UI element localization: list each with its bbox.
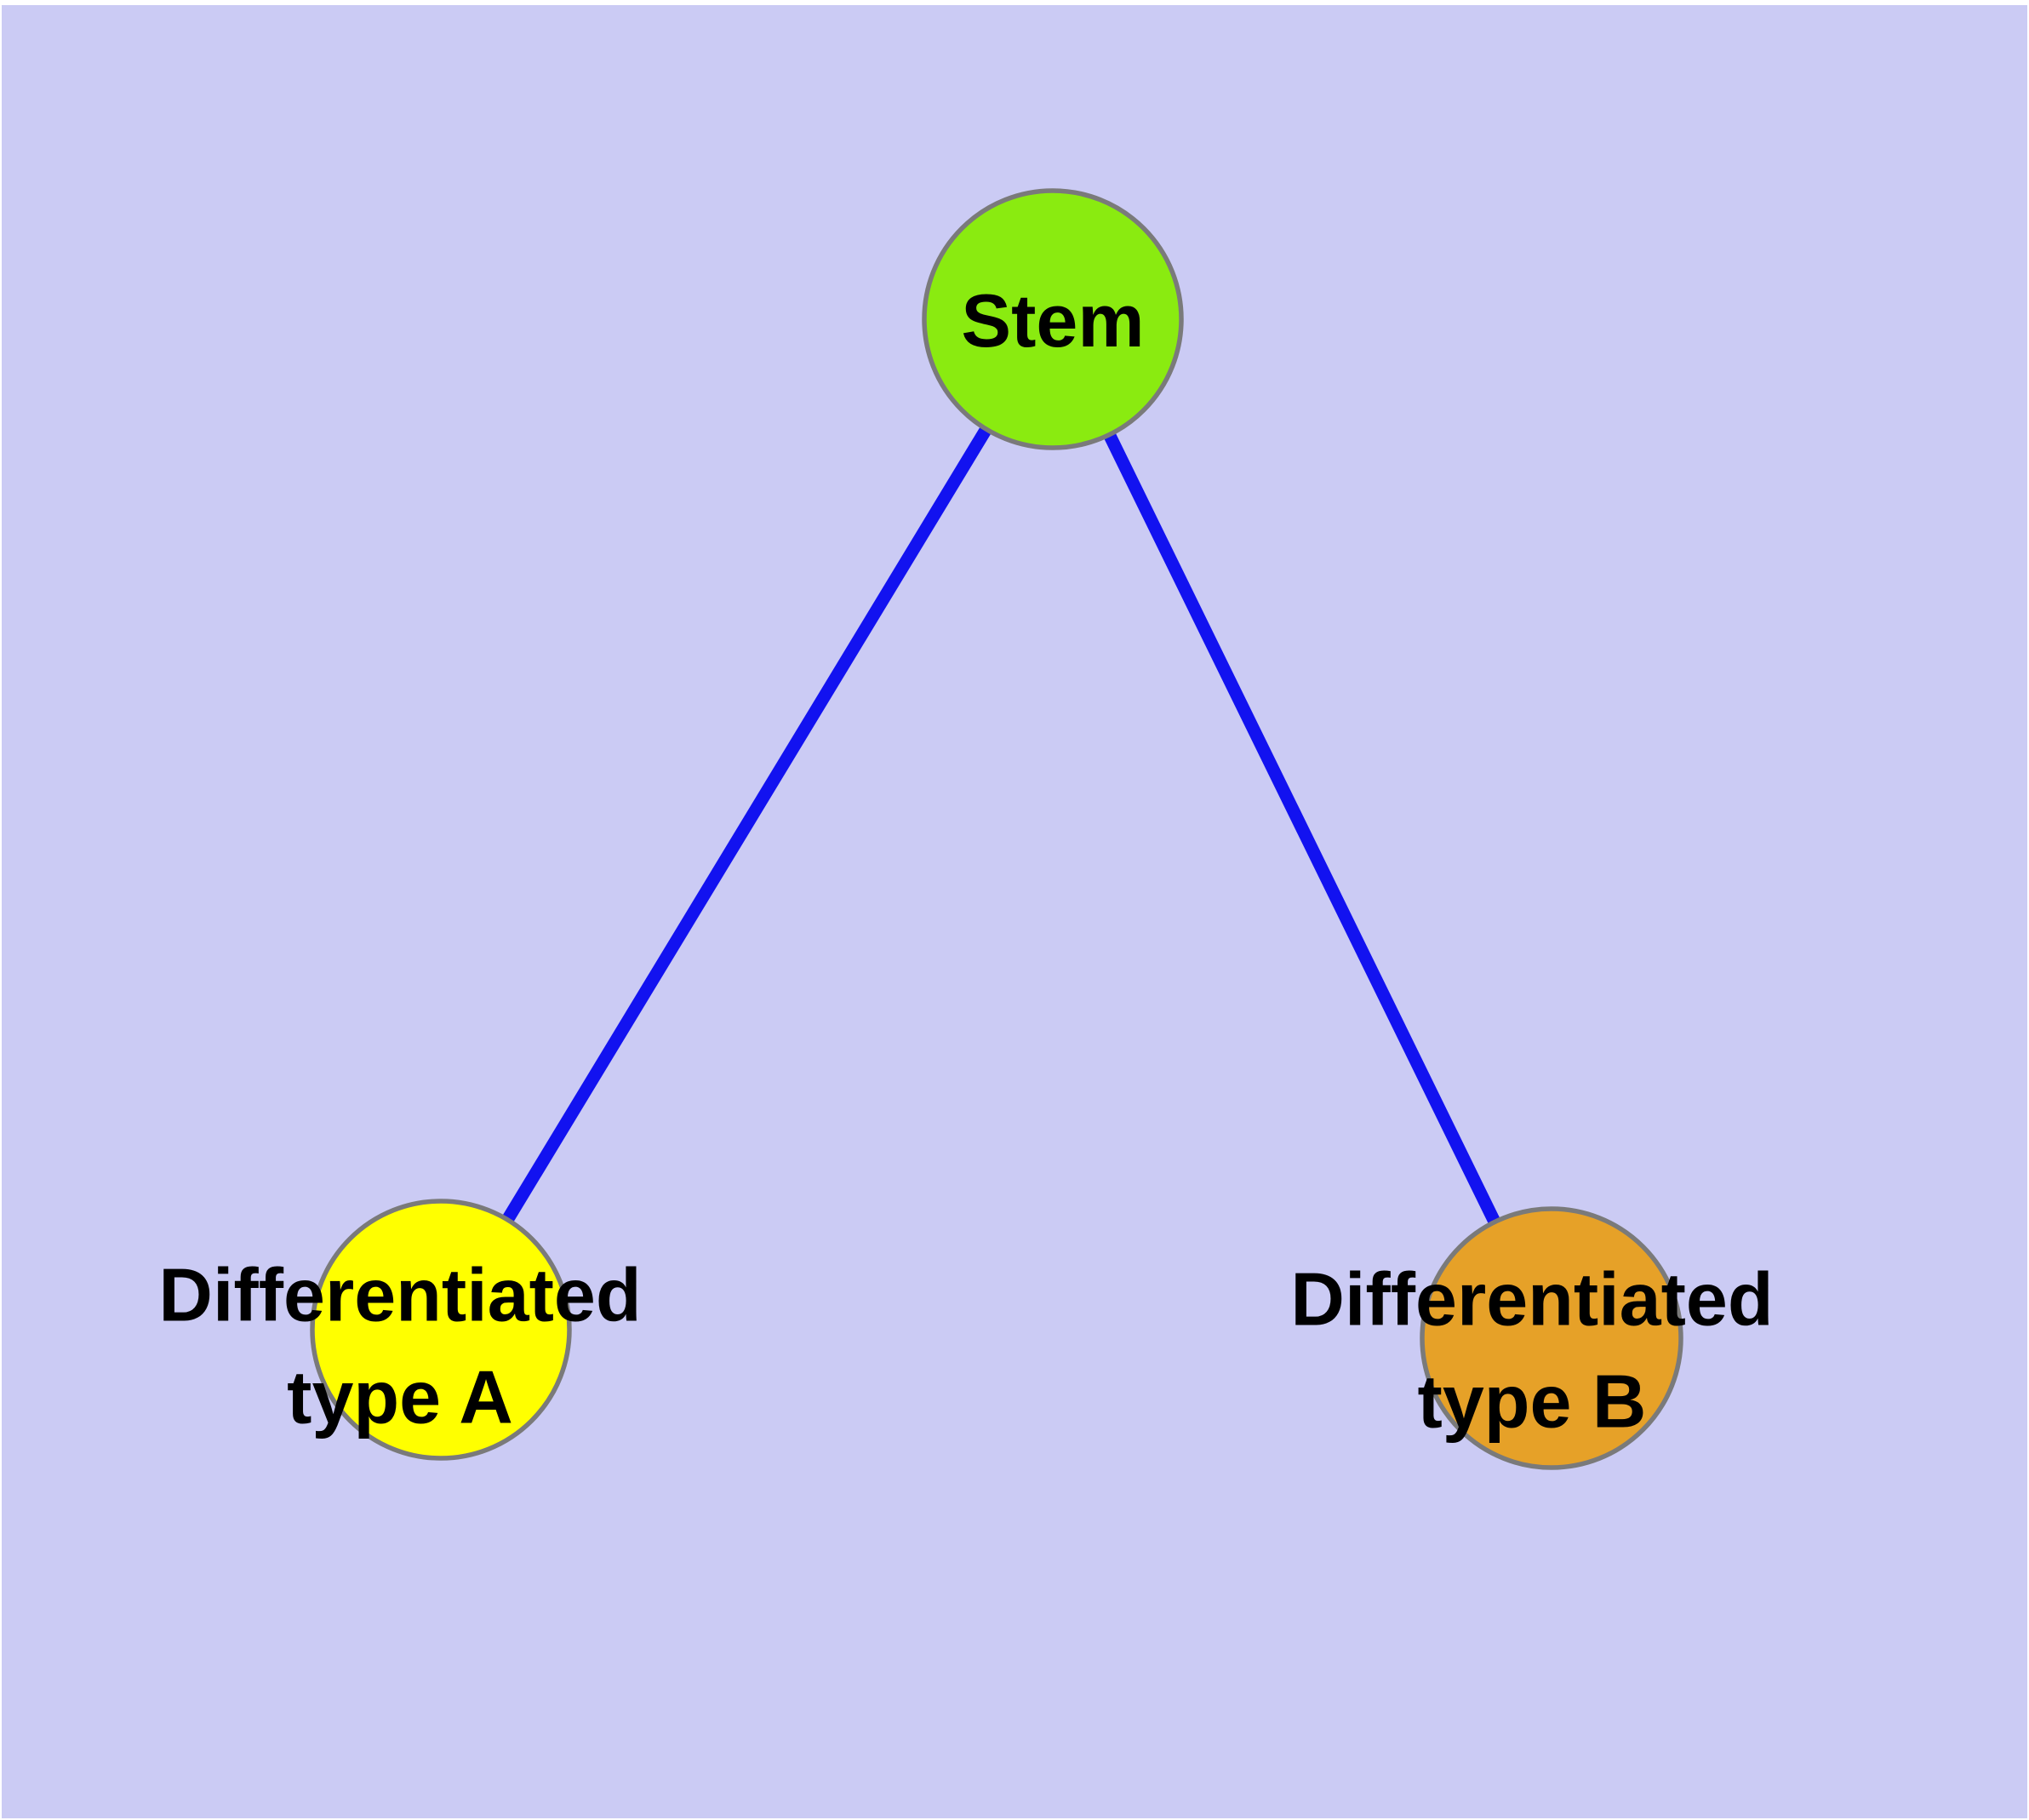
edge-stem-to-type-a xyxy=(435,316,1059,1333)
node-differentiated-type-b xyxy=(1420,1206,1683,1470)
node-differentiated-type-a-label: Differentiated type A xyxy=(158,1252,642,1439)
node-stem xyxy=(922,188,1184,450)
edge-stem-to-type-b xyxy=(1047,316,1557,1342)
node-differentiated-type-b-label: Differentiated type B xyxy=(1290,1256,1774,1443)
node-stem-label: Stem xyxy=(961,278,1145,363)
node-differentiated-type-a xyxy=(310,1199,572,1461)
